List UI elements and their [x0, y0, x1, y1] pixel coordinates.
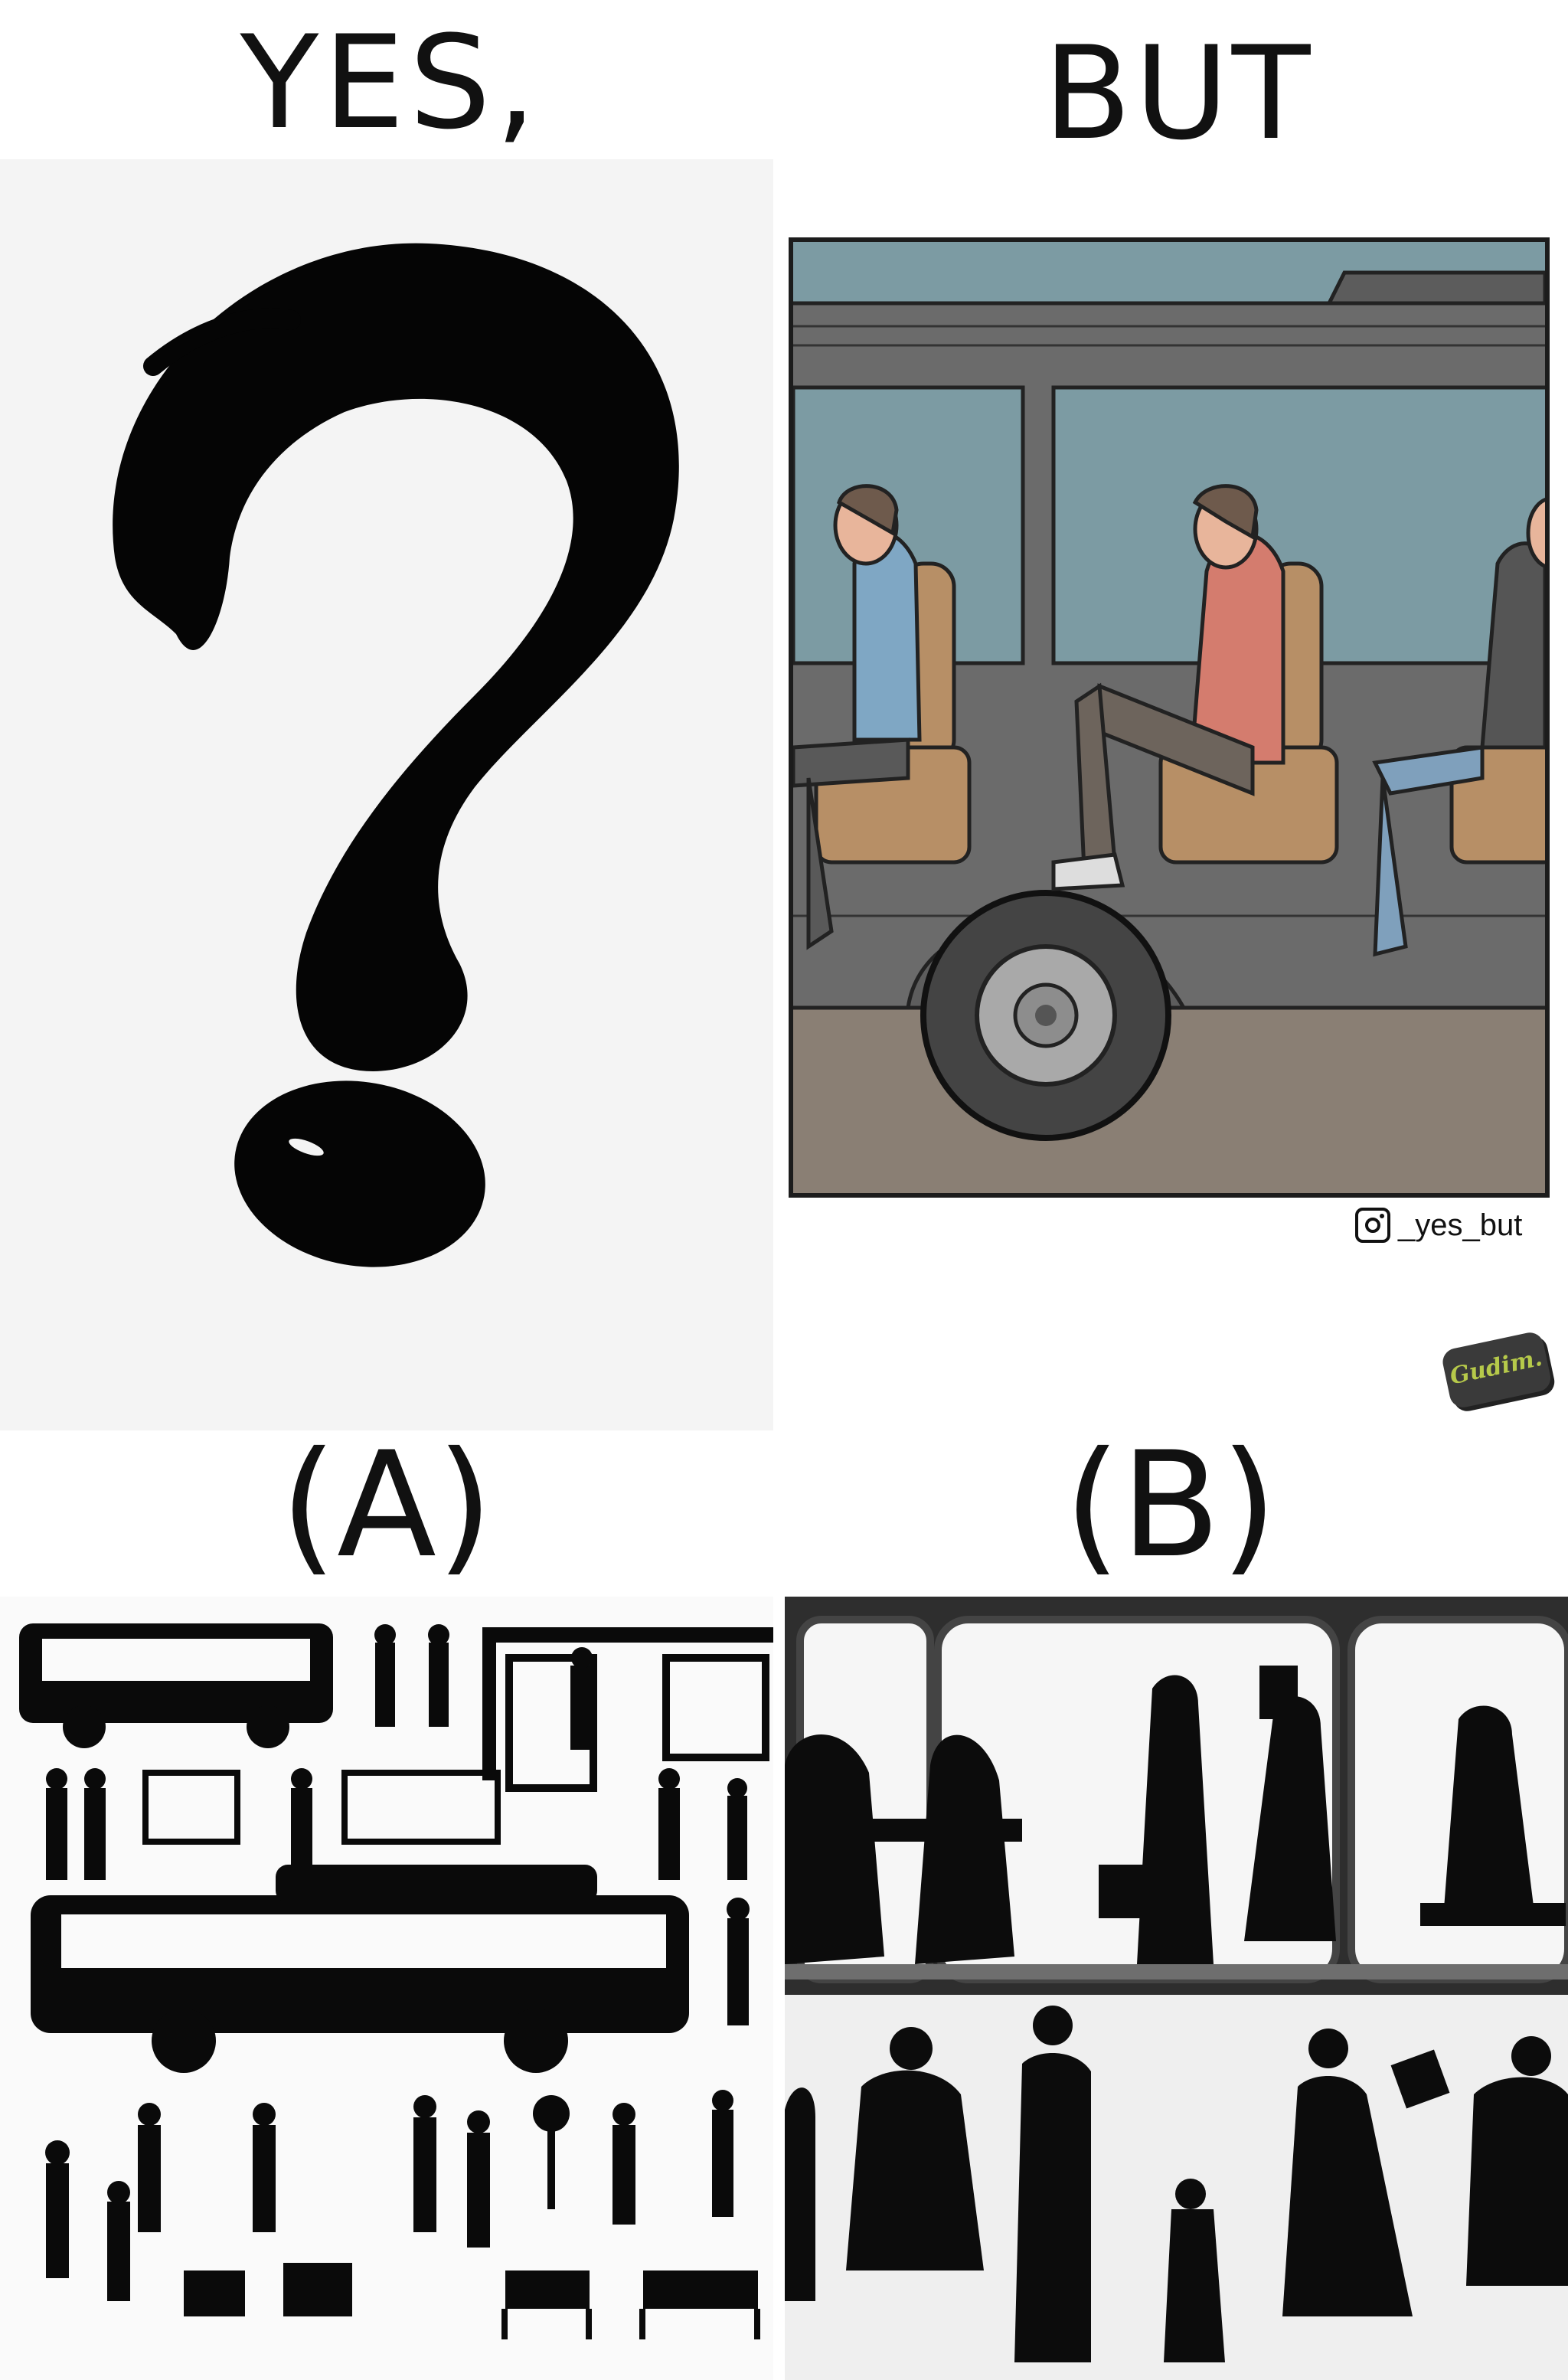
- bus-comic-panel: [789, 237, 1550, 1198]
- instagram-icon: [1355, 1208, 1390, 1243]
- question-mark-panel: [0, 159, 773, 1430]
- bus-stop-silhouette: [482, 1627, 773, 1792]
- silhouettes-panel-a: [0, 1597, 773, 2380]
- instagram-handle: _yes_but: [1398, 1208, 1523, 1242]
- artist-signature: Gudim.: [1439, 1324, 1554, 1417]
- bus-silhouette-small: [19, 1623, 333, 1748]
- passenger-red: [1051, 484, 1285, 891]
- label-b: (B): [1063, 1420, 1278, 1590]
- silhouettes-panel-b: [785, 1597, 1568, 2380]
- heading-yes: YES,: [240, 8, 541, 158]
- people-silhouettes: [45, 1624, 760, 2339]
- heading-but: BUT: [1043, 18, 1314, 168]
- bus-people-silhouettes: [19, 1623, 773, 2339]
- bus-interior-silhouettes: [785, 1597, 1568, 2380]
- instagram-credit: _yes_but: [1355, 1204, 1522, 1247]
- label-a: (A): [279, 1420, 494, 1590]
- bus-silhouette-large: [31, 1865, 689, 2073]
- passenger-blue: [793, 484, 922, 950]
- question-mark-icon: [113, 243, 679, 1267]
- passenger-right: [1372, 497, 1545, 957]
- bus-illustration: [793, 242, 1545, 1193]
- passenger-silhouettes: [785, 1666, 1568, 2362]
